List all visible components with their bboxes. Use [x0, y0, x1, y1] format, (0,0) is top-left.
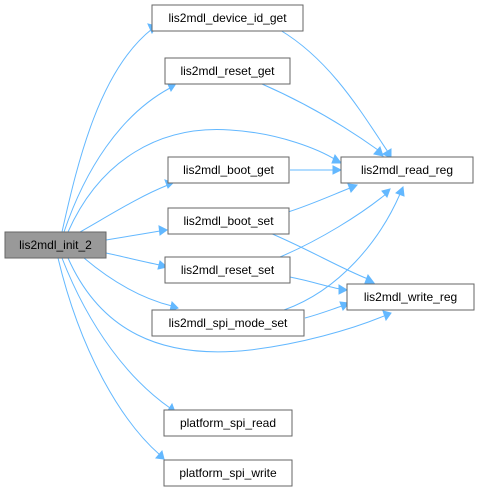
edge-spi-mode-set-to-write-reg — [304, 301, 350, 319]
edge-reset-get-to-read-reg — [261, 83, 384, 157]
node-lis2mdl-write-reg[interactable]: lis2mdl_write_reg — [346, 283, 475, 311]
edges — [57, 23, 405, 460]
node-label: lis2mdl_boot_set — [183, 214, 274, 228]
node-label: lis2mdl_reset_set — [181, 263, 275, 277]
node-label: lis2mdl_reset_get — [180, 64, 275, 78]
edge-spi-mode-set-to-read-reg — [283, 186, 405, 311]
node-label: lis2mdl_write_reg — [364, 290, 457, 304]
edge-boot-set-to-write-reg — [269, 232, 375, 284]
node-platform-spi-write[interactable]: platform_spi_write — [163, 459, 293, 487]
node-lis2mdl-init-2[interactable]: lis2mdl_init_2 — [4, 231, 107, 259]
edge-init-to-read-reg — [67, 129, 342, 233]
edge-boot-get-to-read-reg — [290, 165, 343, 175]
edge-device-id-get-to-read-reg — [279, 29, 392, 159]
node-lis2mdl-spi-mode-set[interactable]: lis2mdl_spi_mode_set — [151, 309, 305, 337]
edge-init-to-boot-set — [105, 225, 168, 241]
node-platform-spi-read[interactable]: platform_spi_read — [163, 409, 293, 437]
edge-init-to-write-reg — [67, 257, 392, 353]
edge-init-to-platform-spi-write — [57, 257, 165, 460]
node-label: lis2mdl_read_reg — [361, 163, 453, 177]
node-lis2mdl-boot-get[interactable]: lis2mdl_boot_get — [167, 156, 290, 184]
node-label: lis2mdl_spi_mode_set — [169, 316, 288, 330]
node-lis2mdl-read-reg[interactable]: lis2mdl_read_reg — [340, 156, 474, 184]
edge-boot-set-to-read-reg — [287, 183, 358, 213]
edge-init-to-reset-set — [105, 252, 169, 270]
node-label: lis2mdl_device_id_get — [168, 11, 287, 25]
node-lis2mdl-device-id-get[interactable]: lis2mdl_device_id_get — [151, 4, 304, 32]
node-lis2mdl-reset-get[interactable]: lis2mdl_reset_get — [164, 57, 291, 85]
node-lis2mdl-boot-set[interactable]: lis2mdl_boot_set — [167, 207, 290, 235]
node-lis2mdl-reset-set[interactable]: lis2mdl_reset_set — [164, 256, 291, 284]
edge-reset-set-to-read-reg — [279, 188, 391, 258]
edge-reset-set-to-write-reg — [289, 276, 349, 295]
node-label: platform_spi_read — [180, 416, 276, 430]
node-label: lis2mdl_boot_get — [183, 163, 274, 177]
node-label: lis2mdl_init_2 — [19, 238, 92, 252]
node-label: platform_spi_write — [179, 466, 277, 480]
